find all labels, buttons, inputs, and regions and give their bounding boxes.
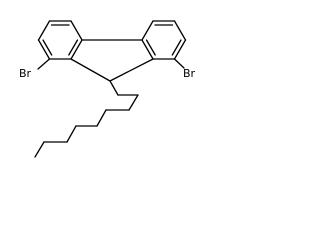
bond: [173, 20, 187, 41]
bond: [173, 58, 185, 69]
bond: [37, 20, 51, 41]
bromine-label-right: Br: [183, 67, 196, 80]
bond: [70, 20, 83, 41]
bond: [70, 58, 111, 82]
bond: [34, 141, 45, 158]
bond: [141, 39, 154, 60]
bond: [128, 94, 139, 111]
bond: [96, 109, 107, 127]
bond: [109, 80, 119, 96]
double-bond: [42, 39, 53, 56]
bond: [66, 125, 77, 143]
bond: [37, 58, 51, 70]
bromine-label-left: Br: [19, 67, 32, 80]
bond: [109, 58, 154, 82]
bond: [141, 20, 154, 41]
double-bond: [68, 39, 79, 56]
bond: [173, 39, 187, 60]
bond-lines: [34, 20, 187, 158]
bond: [37, 39, 51, 60]
double-bond: [171, 39, 182, 56]
bond: [70, 39, 83, 60]
molecule-structure: Br Br: [19, 20, 196, 158]
double-bond: [145, 39, 156, 56]
